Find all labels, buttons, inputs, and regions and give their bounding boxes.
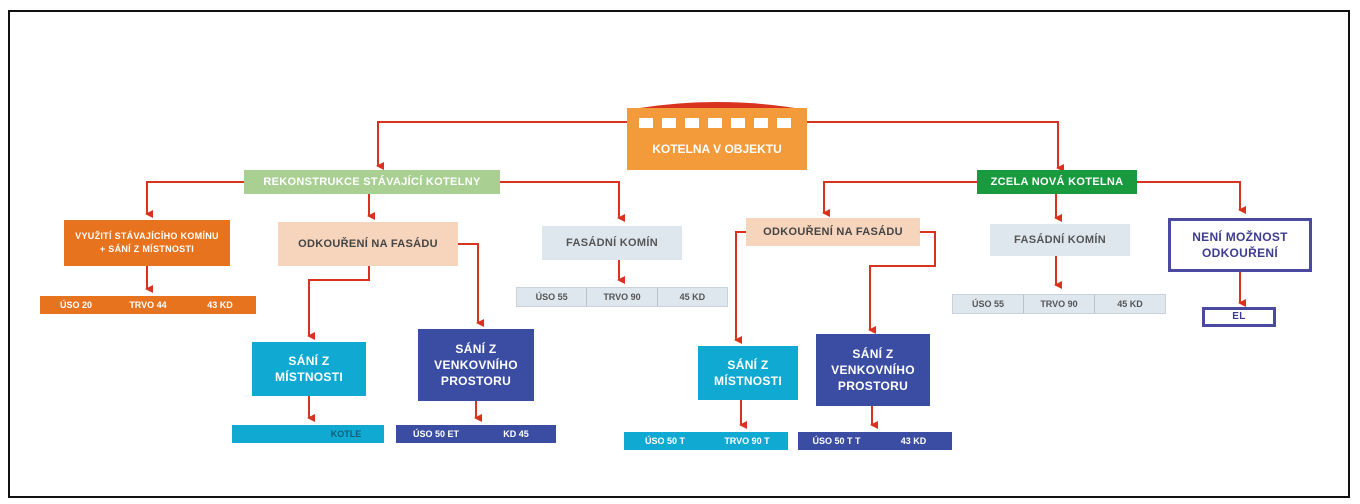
root-node-label: KOTELNA V OBJEKTU (652, 142, 782, 156)
node-outside-intake-left: SÁNÍ Z VENKOVNÍHO PROSTORU (418, 329, 534, 401)
node-outside-intake-right: SÁNÍ Z VENKOVNÍHO PROSTORU (816, 334, 930, 406)
spec-value: ÚSO 50 T (644, 436, 685, 446)
spec-value: TRVO 44 (129, 300, 167, 310)
node-room-intake-right: SÁNÍ Z MÍSTNOSTI (698, 346, 798, 400)
spec-bar-facade-chimney-left: ÚSO 55 TRVO 90 45 KD (516, 287, 728, 307)
node-reconstruction: REKONSTRUKCE STÁVAJÍCÍ KOTELNY (244, 170, 500, 194)
node-existing-chimney: VYUŽITÍ STÁVAJÍCÍHO KOMÍNU + SÁNÍ Z MÍST… (64, 220, 230, 266)
node-room-intake-left: SÁNÍ Z MÍSTNOSTI (252, 342, 366, 396)
node-no-exhaust: NENÍ MOŽNOST ODKOUŘENÍ (1168, 218, 1312, 272)
spec-value: 45 KD (656, 288, 727, 306)
spec-bar-room-intake-left: KOTLE (232, 425, 384, 443)
window-icon (685, 118, 699, 128)
spec-bar-facade-chimney-right: ÚSO 55 TRVO 90 45 KD (952, 294, 1166, 314)
spec-value: 45 KD (1094, 295, 1165, 313)
window-icon (754, 118, 768, 128)
spec-value: ÚSO 55 (535, 292, 568, 302)
spec-bar-outside-intake-right: ÚSO 50 T T 43 KD (798, 432, 952, 450)
spec-value: KOTLE (330, 429, 362, 439)
spec-value (232, 425, 308, 443)
window-icon (662, 118, 676, 128)
spec-value: ÚSO 20 (59, 300, 92, 310)
node-facade-chimney-right: FASÁDNÍ KOMÍN (990, 224, 1130, 256)
spec-value: 43 KD (207, 300, 233, 310)
spec-bar-outside-intake-left: ÚSO 50 ET KD 45 (396, 425, 556, 443)
window-icon (639, 118, 653, 128)
root-node-boiler-room: KOTELNA V OBJEKTU (627, 100, 807, 170)
spec-bar-existing-chimney: ÚSO 20 TRVO 44 43 KD (40, 296, 256, 314)
spec-value: TRVO 90 (586, 288, 656, 306)
window-icon (777, 118, 791, 128)
spec-value: TRVO 90 T (724, 436, 770, 446)
diagram-frame (8, 10, 1350, 498)
node-facade-chimney-left: FASÁDNÍ KOMÍN (542, 226, 682, 260)
spec-value: ÚSO 50 ET (412, 429, 459, 439)
spec-bar-room-intake-right: ÚSO 50 T TRVO 90 T (624, 432, 788, 450)
spec-value: 43 KD (900, 436, 927, 446)
spec-bar-no-exhaust: EL (1202, 307, 1276, 327)
node-new-boiler-room: ZCELA NOVÁ KOTELNA (977, 170, 1137, 194)
spec-value: ÚSO 55 (971, 299, 1004, 309)
spec-value: KD 45 (503, 429, 529, 439)
node-facade-exhaust-left: ODKOUŘENÍ NA FASÁDU (278, 222, 458, 266)
spec-value: TRVO 90 (1023, 295, 1094, 313)
spec-value: ÚSO 50 T T (812, 436, 861, 446)
window-icon (708, 118, 722, 128)
window-icon (731, 118, 745, 128)
node-facade-exhaust-right: ODKOUŘENÍ NA FASÁDU (746, 218, 920, 246)
